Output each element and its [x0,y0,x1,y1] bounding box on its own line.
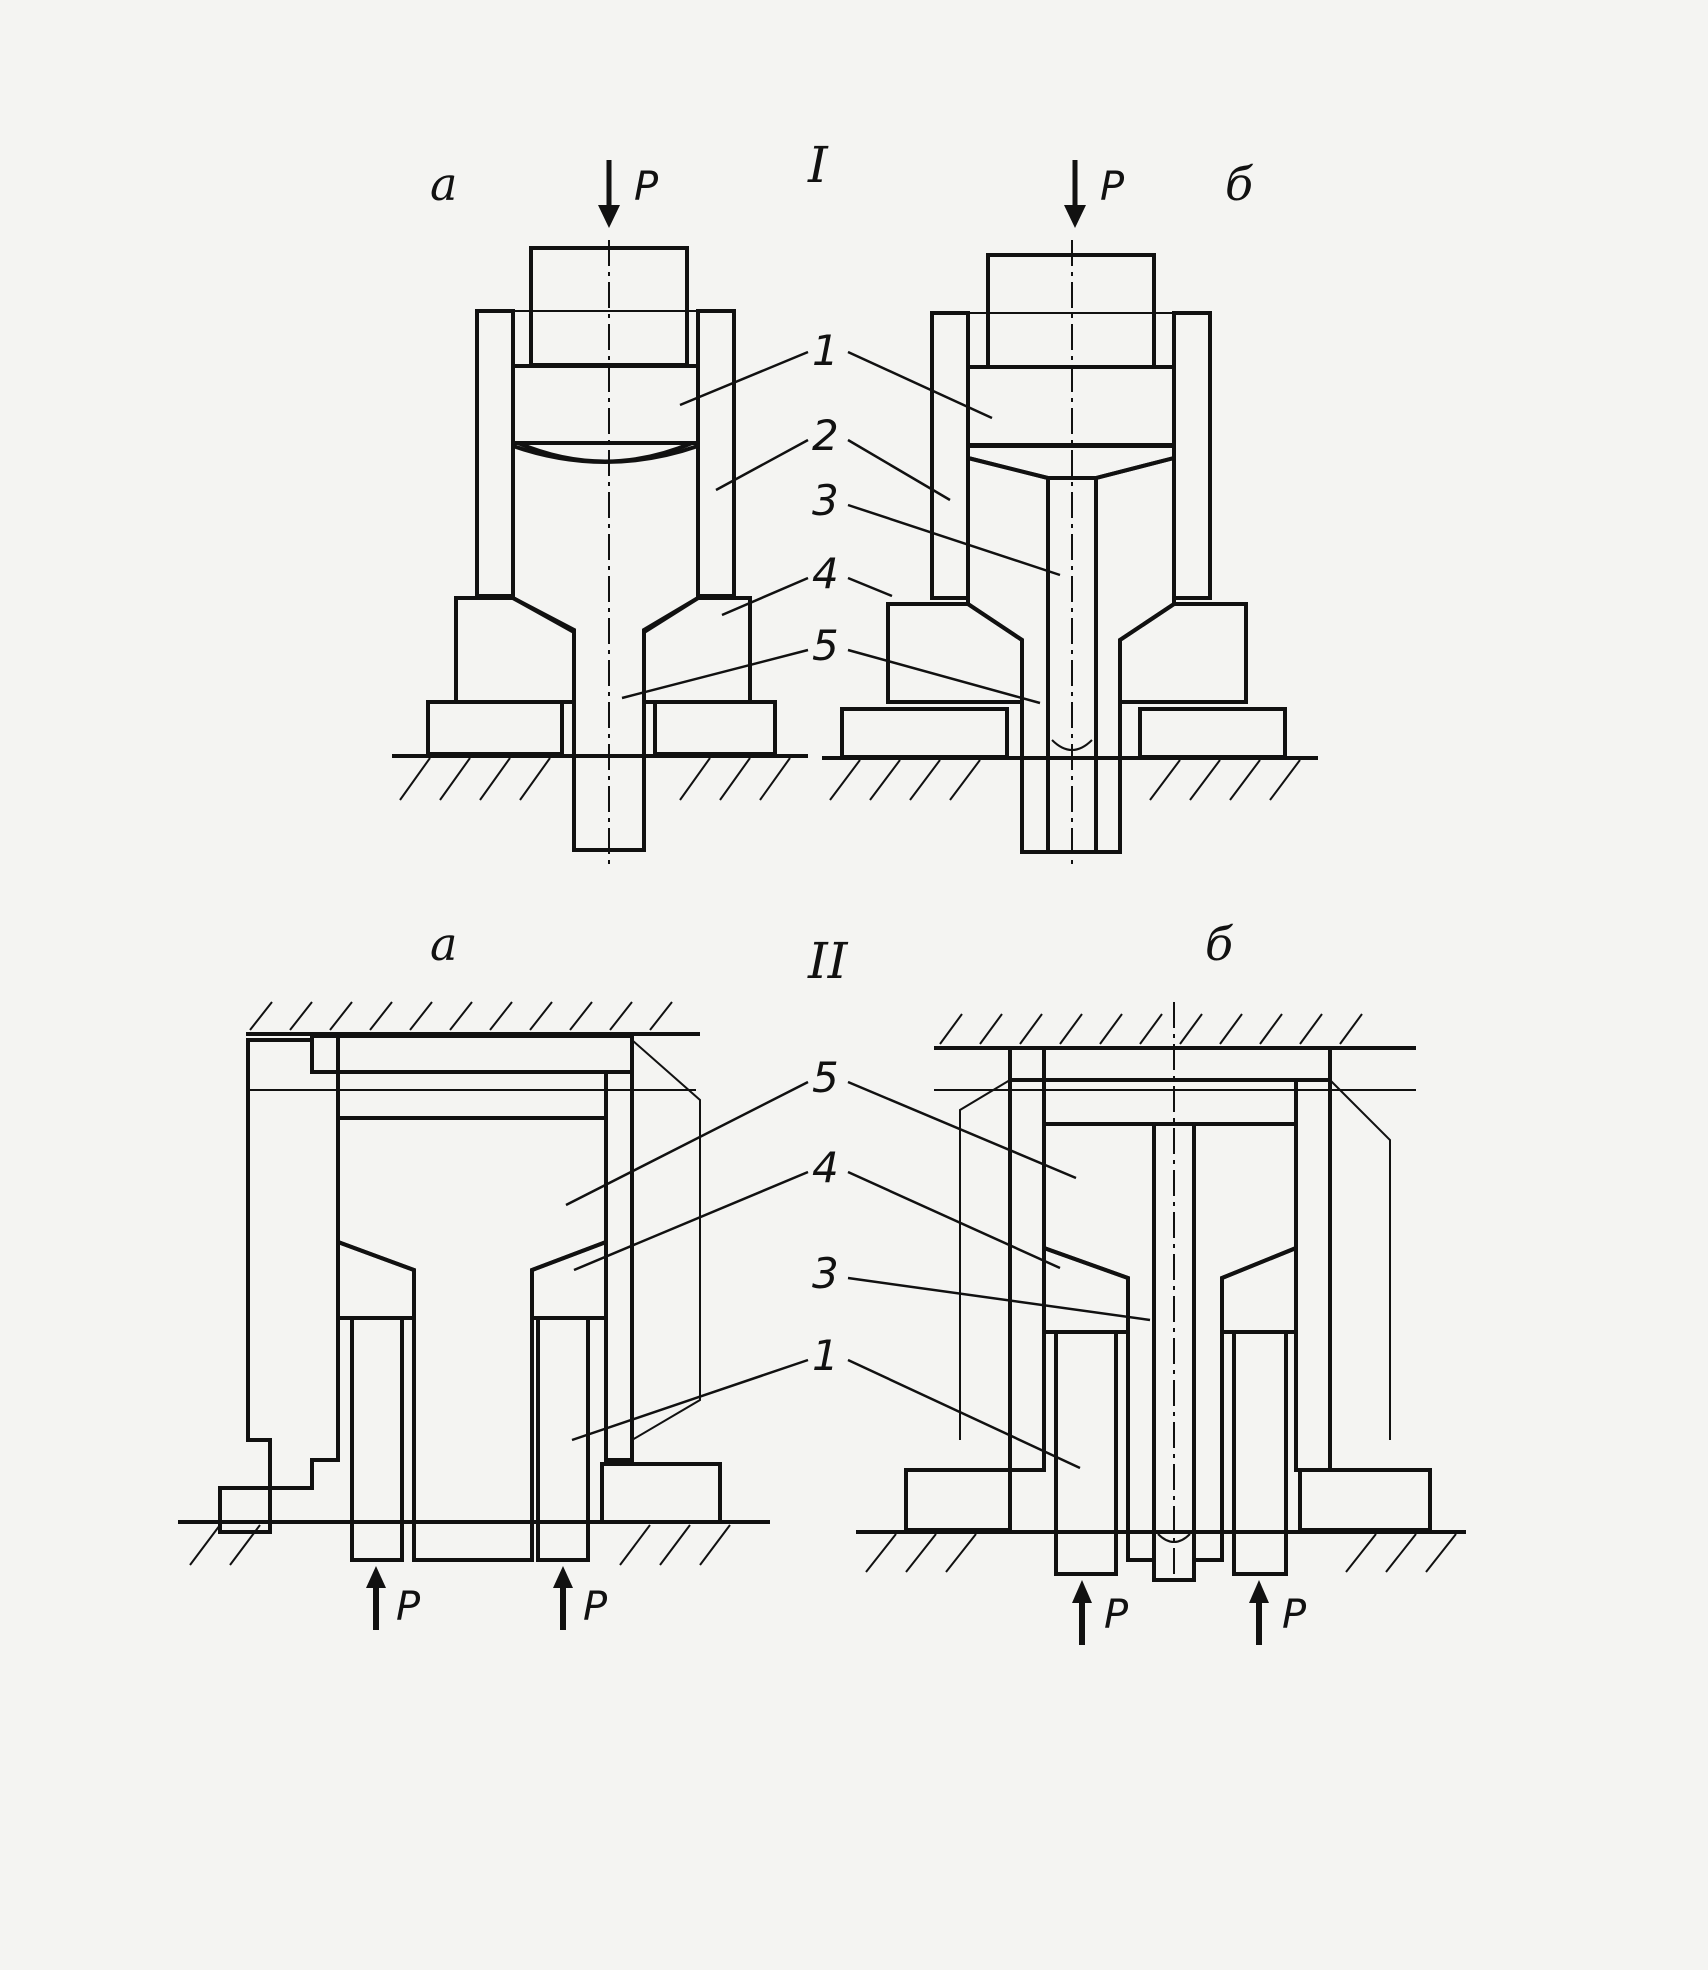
die-right [530,1239,608,1320]
container-wall-right [1172,311,1212,600]
callout-4: 4 [812,1143,839,1192]
force-arrow-down-icon [1064,160,1086,228]
punch-pad [511,364,700,445]
force-arrow-down-icon [598,160,620,228]
callout-5: 5 [812,1053,839,1102]
callout-1: 1 [812,326,839,375]
force-arrow-up-icon [553,1566,573,1630]
panel-II: II а б [178,917,1466,1645]
base-plate-right [1138,707,1287,759]
housing-top [1008,1046,1332,1082]
housing-left [218,1034,340,1534]
force-arrow-up-icon [366,1566,386,1630]
container-wall-left [475,309,515,598]
panel-I-roman: I [807,136,829,194]
housing-top [310,1034,634,1074]
callout-5: 5 [812,621,839,670]
billet [1042,1122,1156,1562]
die-right [1220,1245,1298,1334]
punch-stem [986,253,1156,369]
hatched-ground-icon [822,756,1318,801]
callout-2: 2 [812,411,839,460]
base-plate-right [653,700,777,756]
callouts-I: 1 2 3 4 5 [621,326,1061,705]
callout-1: 1 [812,1331,839,1380]
die-left [336,1239,416,1320]
force-label: P [1282,1592,1307,1638]
die [886,602,1024,704]
callout-3: 3 [812,476,839,525]
panel-I-a: P [392,160,808,870]
panel-II-left-label: а [430,917,457,971]
panel-I-b: P [822,160,1318,870]
force-arrow-up-icon [1072,1580,1092,1645]
pad [336,1070,608,1120]
callout-3: 3 [812,1249,839,1298]
panel-I-left-label: а [430,157,457,211]
container-wall-left [930,311,970,600]
punch-right [1232,1330,1288,1576]
callouts-II: 5 4 3 1 [565,1053,1151,1470]
panel-II-b: P P [856,1002,1466,1645]
billet [966,455,1050,854]
panel-II-roman: II [807,932,849,990]
force-label: P [583,1584,608,1630]
force-label: P [396,1584,421,1630]
punch-left [1054,1330,1118,1576]
housing-right [604,1070,634,1462]
billet [511,443,700,852]
punch-right [536,1316,590,1562]
force-label: P [1104,1592,1129,1638]
base-plate-left [426,700,564,756]
force-arrow-up-icon [1249,1580,1269,1645]
panel-I: I а б P [392,136,1318,870]
callout-4: 4 [812,549,839,598]
force-label: P [634,164,659,210]
base-plate-left [840,707,1009,759]
punch-left [350,1316,404,1562]
panel-I-right-label: б [1225,157,1254,211]
housing-right [1294,1078,1332,1472]
billet [336,1116,608,1562]
container-wall-right [696,309,736,598]
die-left [1042,1245,1130,1334]
die [454,596,576,704]
hatched-ground-icon [392,754,808,801]
panel-II-right-label: б [1205,917,1234,971]
pad [1042,1078,1298,1126]
panel-II-a: P P [178,1001,770,1630]
force-label: P [1100,164,1125,210]
